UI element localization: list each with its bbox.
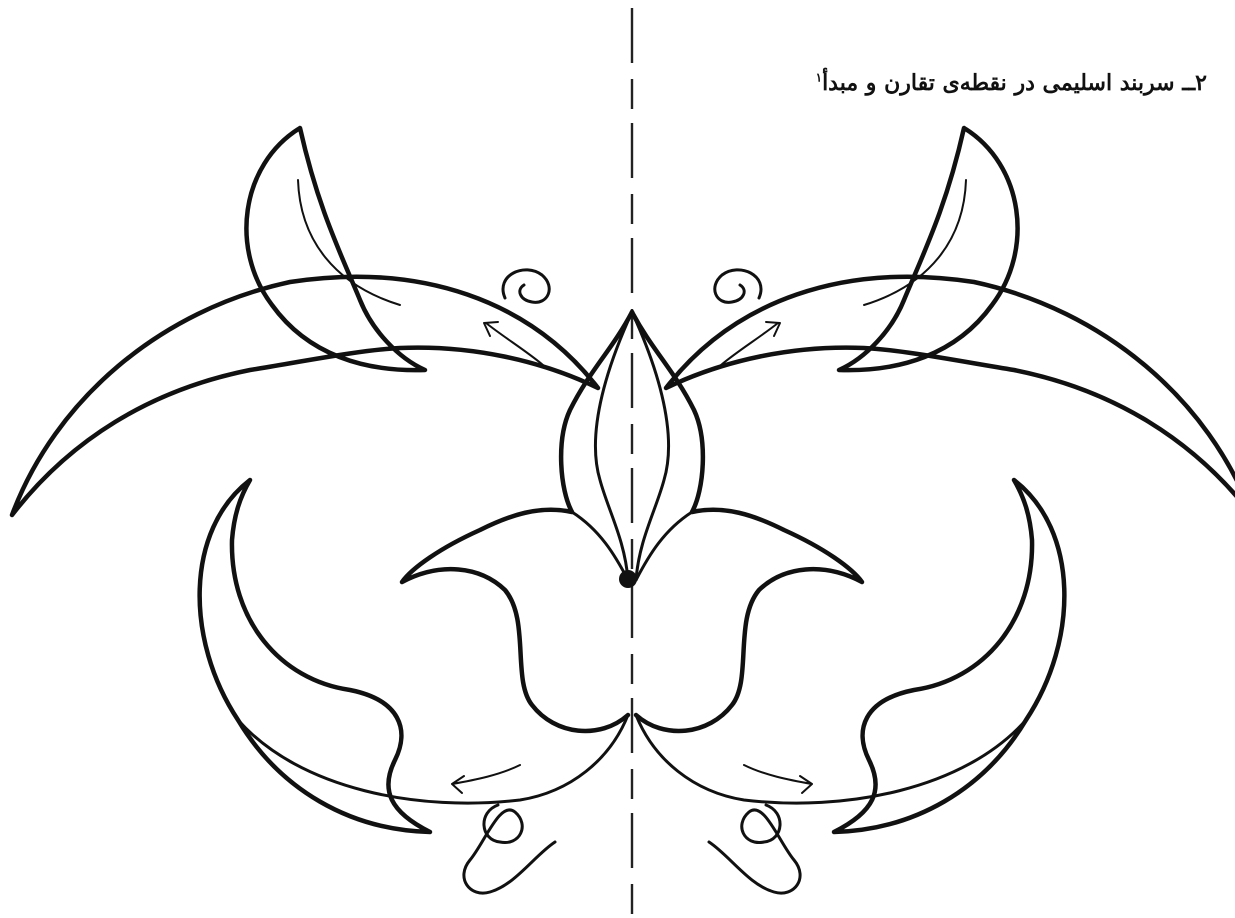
tulip-petal bbox=[402, 312, 632, 731]
upper-horn bbox=[246, 128, 425, 370]
lower-arrow bbox=[452, 765, 520, 793]
swoosh-leaf bbox=[12, 277, 598, 515]
tulip-wing bbox=[572, 512, 628, 580]
lower-arm bbox=[200, 480, 430, 832]
swoosh-inner-fold bbox=[298, 180, 400, 305]
left-half bbox=[12, 128, 632, 893]
origin-point bbox=[619, 570, 637, 588]
upper-curl bbox=[503, 270, 549, 302]
right-half bbox=[632, 128, 1235, 893]
lower-curl bbox=[464, 805, 555, 893]
